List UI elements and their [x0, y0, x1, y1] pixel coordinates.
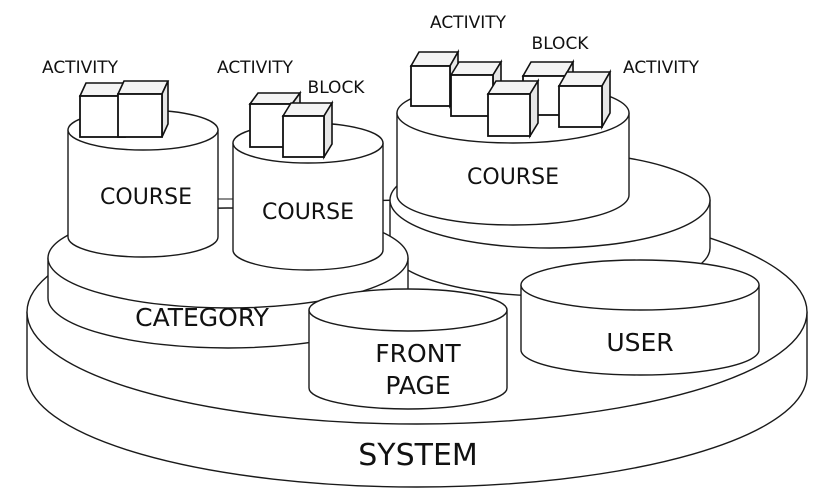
user-label: USER	[606, 328, 673, 357]
activity-block-cubes-middle	[248, 90, 334, 160]
front-page-label-line2: PAGE	[385, 371, 450, 400]
block-label-right: BLOCK	[532, 34, 590, 54]
front-page-label-line1: FRONT	[375, 339, 461, 368]
block-label-middle: BLOCK	[308, 78, 366, 98]
course-label-right: COURSE	[467, 165, 559, 190]
front-page-cylinder: FRONT PAGE	[308, 288, 508, 410]
activity-label-middle: ACTIVITY	[217, 58, 294, 78]
activity-label-right: ACTIVITY	[623, 58, 700, 78]
course-label-middle: COURSE	[262, 200, 354, 225]
user-cylinder: USER	[520, 259, 760, 376]
cube	[486, 78, 540, 139]
cube	[116, 80, 170, 138]
activity-cubes-left	[78, 80, 170, 138]
system-label: SYSTEM	[358, 438, 478, 473]
course-label-left: COURSE	[100, 185, 192, 210]
activity-label-right-top: ACTIVITY	[430, 13, 507, 33]
activity-block-cubes-right	[409, 48, 612, 139]
category-label: CATEGORY	[135, 303, 270, 332]
activity-label-left: ACTIVITY	[42, 58, 119, 78]
cube	[557, 68, 612, 131]
cube	[281, 100, 334, 160]
